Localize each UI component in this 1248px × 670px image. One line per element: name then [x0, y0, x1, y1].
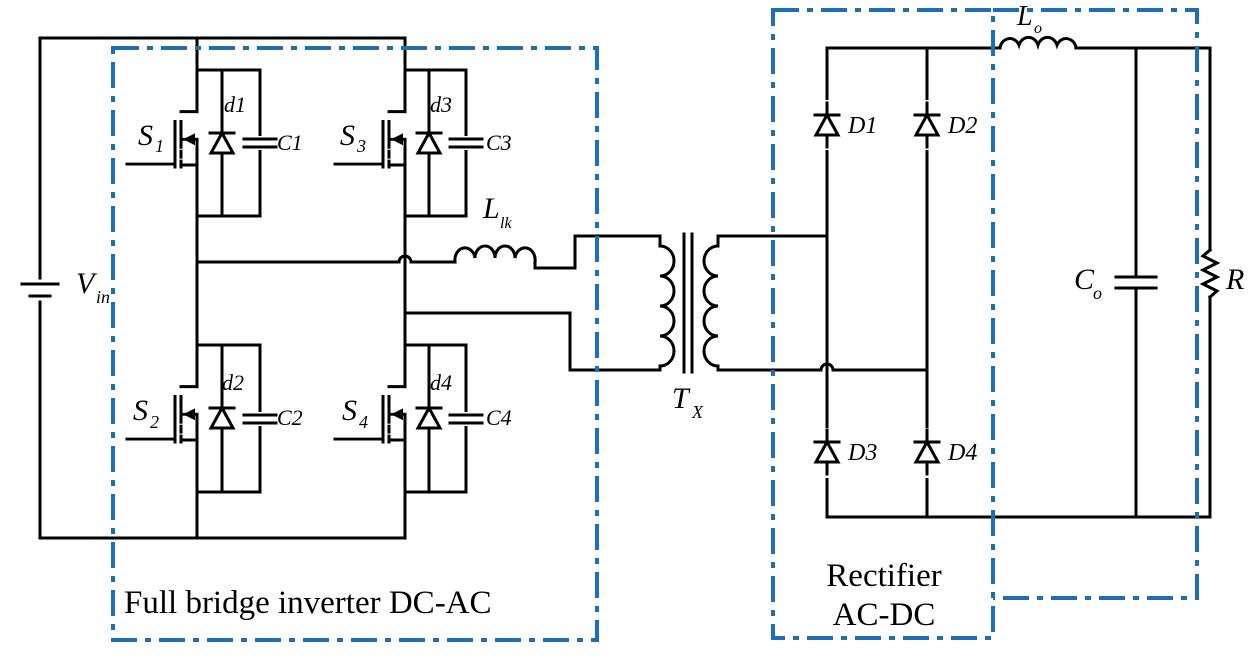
- output-inductor-lo: [998, 35, 1212, 51]
- lo-label: L: [1016, 1, 1033, 32]
- s1-sub: 1: [155, 136, 164, 156]
- c2-label: C2: [277, 405, 303, 430]
- capacitor-c1: [242, 136, 278, 150]
- d4-label: d4: [430, 370, 452, 395]
- left-leg: [195, 36, 262, 540]
- d2-label: d2: [222, 370, 244, 395]
- rectifier-block-outline: [771, 8, 995, 640]
- d3-label: d3: [430, 92, 452, 117]
- s4-label: S: [342, 394, 357, 427]
- capacitor-c2: [242, 412, 278, 426]
- vin-label: V in: [76, 267, 110, 307]
- diode-D2: [912, 100, 942, 150]
- tx-label: T: [672, 382, 691, 415]
- d1-label: d1: [224, 92, 246, 117]
- s3-label: S: [340, 119, 355, 152]
- tx-sub: X: [691, 402, 704, 422]
- rectifier-caption-line2: AC-DC: [833, 597, 936, 633]
- diode-d1: [208, 119, 236, 167]
- D3-label: D3: [847, 440, 877, 466]
- c4-label: C4: [486, 405, 512, 430]
- rectifier-caption-line1: Rectifier: [826, 558, 941, 594]
- D4-label: D4: [947, 440, 977, 466]
- filter-block-outline: [993, 8, 1199, 600]
- s1-label: S: [138, 119, 153, 152]
- diode-d2: [208, 394, 236, 442]
- inverter-block-outline: [111, 46, 599, 642]
- D2-label: D2: [947, 113, 977, 139]
- diode-d3: [415, 119, 443, 167]
- inverter-caption: Full bridge inverter DC-AC: [124, 585, 492, 621]
- right-midpoint-wire: [403, 311, 662, 372]
- co-sub: o: [1093, 283, 1102, 303]
- s2-label: S: [133, 394, 148, 427]
- s2-sub: 2: [150, 412, 159, 432]
- diode-d4: [415, 394, 443, 442]
- svg-text:V: V: [76, 267, 98, 300]
- r-label: R: [1225, 263, 1244, 296]
- leakage-inductor-llk: [195, 234, 662, 270]
- diode-D1: [812, 100, 842, 150]
- transformer-tx: [658, 232, 929, 374]
- llk-sub: lk: [500, 215, 512, 232]
- s4-sub: 4: [359, 412, 368, 432]
- diode-D3: [812, 428, 842, 478]
- s3-sub: 3: [356, 136, 366, 156]
- c1-label: C1: [277, 130, 303, 155]
- dc-source-vin: [20, 36, 407, 540]
- co-label: C: [1074, 263, 1095, 296]
- svg-text:in: in: [96, 287, 110, 307]
- capacitor-c3: [448, 136, 484, 150]
- llk-label: L: [482, 192, 500, 225]
- c3-label: C3: [486, 130, 512, 155]
- output-capacitor-co: [1114, 46, 1158, 519]
- rectifier-bridge: [825, 46, 1212, 519]
- D1-label: D1: [847, 113, 877, 139]
- load-resistor-r: [1199, 46, 1221, 519]
- diode-D4: [912, 428, 942, 478]
- capacitor-c4: [448, 412, 484, 426]
- lo-sub: o: [1034, 20, 1042, 37]
